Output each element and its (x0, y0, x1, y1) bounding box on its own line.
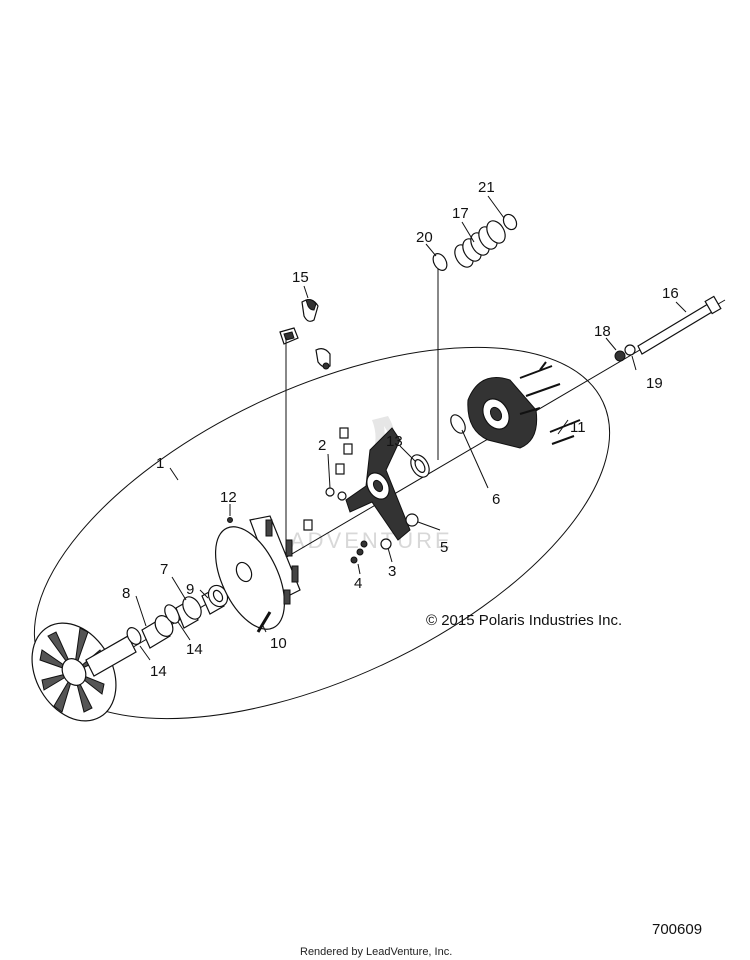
callout-14b: 14 (186, 641, 203, 658)
spring-17 (454, 220, 506, 268)
bushing-7 (175, 596, 202, 629)
callout-8: 8 (122, 585, 130, 602)
callout-4: 4 (354, 575, 362, 592)
rollers-2 (303, 427, 353, 531)
leader-lines (135, 195, 687, 661)
callout-17: 17 (452, 205, 469, 222)
bushing-13 (410, 454, 430, 478)
watermark-text: ADVENTURE (290, 528, 453, 553)
callout-18: 18 (594, 323, 611, 340)
bearing-9 (201, 584, 229, 615)
spider (345, 427, 411, 541)
callout-9: 9 (186, 581, 194, 598)
callout-5: 5 (440, 539, 448, 556)
washer-19 (624, 344, 636, 356)
cover (467, 377, 538, 449)
callout-6: 6 (492, 491, 500, 508)
bolt-16 (637, 295, 722, 355)
callout-10: 10 (270, 635, 287, 652)
stationary-sheave (31, 622, 137, 722)
callout-21: 21 (478, 179, 495, 196)
callout-1: 1 (156, 455, 164, 472)
callout-2: 2 (318, 437, 326, 454)
callout-19: 19 (646, 375, 663, 392)
bolts-11 (519, 361, 581, 445)
washer-14a (126, 627, 142, 645)
drawing-number: 700609 (652, 921, 702, 938)
pin-10 (256, 611, 272, 633)
washer-5 (405, 513, 419, 527)
callout-16: 16 (662, 285, 679, 302)
copyright-notice: © 2015 Polaris Industries Inc. (426, 612, 622, 629)
ring-20 (432, 253, 448, 271)
callout-12: 12 (220, 489, 237, 506)
callout-14a: 14 (150, 663, 167, 680)
callout-15: 15 (292, 269, 309, 286)
nuts-4 (350, 540, 368, 564)
footer-credit: Rendered by LeadVenture, Inc. (300, 946, 452, 958)
weights-15 (279, 299, 331, 370)
callout-13: 13 (386, 433, 403, 450)
washer-6 (450, 414, 466, 434)
callout-11: 11 (570, 419, 586, 436)
ring-21 (502, 213, 518, 231)
button-3 (380, 538, 392, 550)
movable-sheave (214, 515, 301, 630)
washer-18 (614, 350, 626, 362)
bushing-8 (141, 615, 174, 649)
callouts: 1 2 3 4 5 6 7 8 9 10 11 12 13 14 14 15 1… (122, 179, 679, 680)
rivet-12 (227, 517, 233, 523)
callout-20: 20 (416, 229, 433, 246)
callout-7: 7 (160, 561, 168, 578)
callout-3: 3 (388, 563, 396, 580)
